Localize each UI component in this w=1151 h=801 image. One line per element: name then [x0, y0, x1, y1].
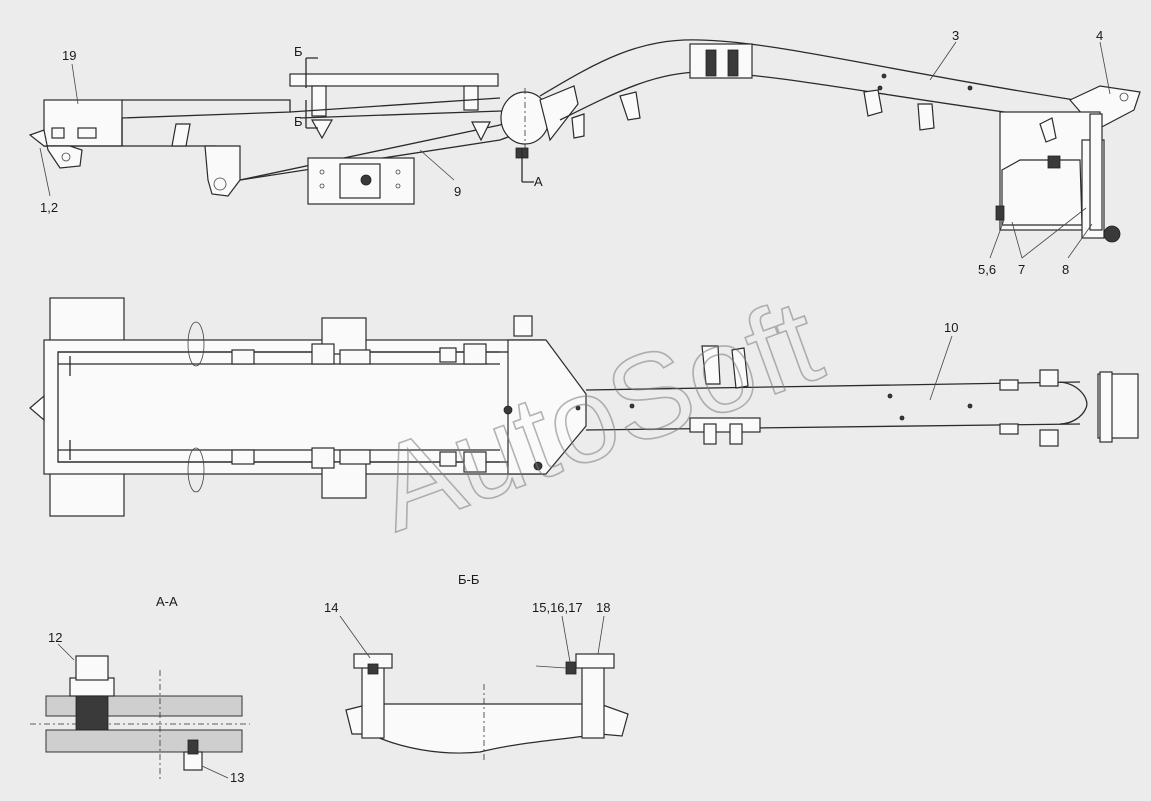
side-rail-3-top [539, 39, 1101, 105]
callout-5-6: 5,6 [978, 262, 996, 277]
rear-beam-bottom [585, 423, 1081, 431]
plan-view [29, 297, 1139, 517]
front-frame [43, 339, 545, 475]
watermark-text: AutoSoft [358, 273, 836, 556]
section-bb [339, 615, 629, 760]
callout-18: 18 [596, 600, 610, 615]
callout-19: 19 [62, 48, 76, 63]
callout-10: 10 [944, 320, 958, 335]
callout-1-2: 1,2 [40, 200, 58, 215]
upper-cross-member [289, 73, 499, 87]
callout-8: 8 [1062, 262, 1069, 277]
rear-beam-top [585, 381, 1081, 391]
callout-9: 9 [454, 184, 461, 199]
side-view [28, 39, 1141, 259]
callout-13: 13 [230, 770, 244, 785]
callout-15-16-17: 15,16,17 [532, 600, 583, 615]
section-mark-b-top: Б [294, 44, 303, 59]
callout-12: 12 [48, 630, 62, 645]
front-box [43, 99, 123, 147]
section-aa [30, 643, 250, 780]
section-mark-b-bottom: Б [294, 114, 303, 129]
callout-14: 14 [324, 600, 338, 615]
section-title-aa: А-А [156, 594, 178, 609]
section-mark-a: А [534, 174, 543, 189]
callout-7: 7 [1018, 262, 1025, 277]
section-title-bb: Б-Б [458, 572, 479, 587]
callout-4: 4 [1096, 28, 1103, 43]
callout-3: 3 [952, 28, 959, 43]
